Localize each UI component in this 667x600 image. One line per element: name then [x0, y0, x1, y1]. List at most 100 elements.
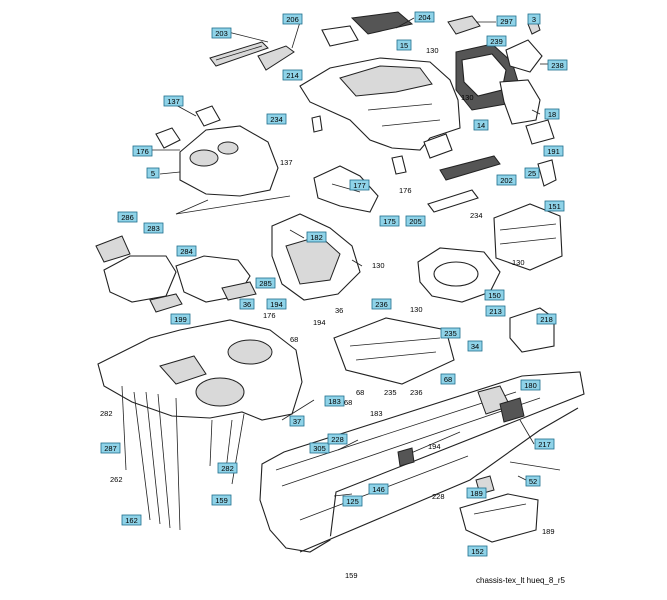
callout-34: 34 — [467, 340, 483, 352]
callout-box — [255, 277, 276, 289]
callout-number: 238 — [551, 61, 564, 70]
part-number-130: 130 — [372, 261, 385, 270]
part-number-176: 176 — [263, 311, 276, 320]
callout-box — [132, 145, 153, 157]
callout-194: 194 — [266, 298, 287, 310]
callout-number: 235 — [444, 329, 457, 338]
callout-number: 152 — [471, 547, 484, 556]
callout-175: 175 — [379, 215, 400, 227]
callout-297: 297 — [496, 15, 517, 27]
part-number-228: 228 — [432, 492, 445, 501]
callout-228: 228 — [327, 433, 348, 445]
callout-18: 18 — [544, 108, 560, 120]
callout-number: 150 — [488, 291, 501, 300]
callout-box — [440, 373, 456, 385]
callout-number: 146 — [372, 485, 385, 494]
callout-box — [324, 395, 345, 407]
callout-162: 162 — [121, 514, 142, 526]
callout-191: 191 — [543, 145, 564, 157]
diagram-caption: chassis-tex_lt hueq_8_r5 — [476, 576, 565, 585]
callout-number: 15 — [400, 41, 408, 50]
callout-number: 206 — [286, 15, 299, 24]
callout-number: 305 — [313, 444, 326, 453]
callout-box — [368, 483, 389, 495]
callout-box — [211, 494, 232, 506]
part-number-130: 130 — [410, 305, 423, 314]
part-number-235: 235 — [384, 388, 397, 397]
callout-box — [342, 495, 363, 507]
callout-box — [146, 167, 160, 179]
callout-box — [282, 13, 303, 25]
callout-box — [536, 313, 557, 325]
callout-number: 151 — [548, 202, 561, 211]
callout-number: 176 — [136, 147, 149, 156]
callout-box — [266, 113, 287, 125]
part-number-68: 68 — [344, 398, 352, 407]
callout-number: 68 — [444, 375, 452, 384]
callout-number: 285 — [259, 279, 272, 288]
callout-150: 150 — [484, 289, 505, 301]
callout-box — [466, 487, 487, 499]
part-number-68: 68 — [290, 335, 298, 344]
callout-number: 37 — [293, 417, 301, 426]
callout-234: 234 — [266, 113, 287, 125]
callout-box — [117, 211, 138, 223]
callout-number: 218 — [540, 315, 553, 324]
callout-202: 202 — [496, 174, 517, 186]
callout-box — [405, 215, 426, 227]
callout-box — [176, 245, 197, 257]
callout-number: 189 — [470, 489, 483, 498]
callout-number: 125 — [346, 497, 359, 506]
callout-189: 189 — [466, 487, 487, 499]
callout-box — [485, 305, 506, 317]
part-number-234: 234 — [470, 211, 483, 220]
callout-146: 146 — [368, 483, 389, 495]
part-number-194: 194 — [313, 318, 326, 327]
callout-180: 180 — [520, 379, 541, 391]
callout-box — [143, 222, 164, 234]
callout-5: 5 — [146, 167, 160, 179]
callout-number: 137 — [167, 97, 180, 106]
callout-15: 15 — [396, 39, 412, 51]
callout-number: 203 — [215, 29, 228, 38]
callout-238: 238 — [547, 59, 568, 71]
part-number-194: 194 — [428, 442, 441, 451]
callout-box — [496, 174, 517, 186]
callout-box — [282, 69, 303, 81]
callout-number: 202 — [500, 176, 513, 185]
callout-number: 228 — [331, 435, 344, 444]
callout-number: 287 — [104, 444, 117, 453]
callout-box — [544, 200, 565, 212]
callout-box — [544, 108, 560, 120]
callout-137: 137 — [163, 95, 184, 107]
part-number-130: 130 — [461, 93, 474, 102]
callout-number: 18 — [548, 110, 556, 119]
callout-number: 25 — [528, 169, 536, 178]
callout-number: 213 — [489, 307, 502, 316]
part-number-189: 189 — [542, 527, 555, 536]
callout-box — [239, 298, 255, 310]
callout-214: 214 — [282, 69, 303, 81]
callout-box — [306, 231, 327, 243]
plain-number-labels: 1301301371762341301301761303668194235682… — [100, 46, 555, 580]
callout-box — [520, 379, 541, 391]
callout-235: 235 — [440, 327, 461, 339]
callout-box — [543, 145, 564, 157]
callout-number: 3 — [532, 15, 536, 24]
callout-number: 205 — [409, 217, 422, 226]
callout-125: 125 — [342, 495, 363, 507]
part-drawings — [95, 11, 585, 553]
part-number-282: 282 — [100, 409, 113, 418]
callout-182: 182 — [306, 231, 327, 243]
callout-204: 204 — [414, 11, 435, 23]
callout-box — [486, 35, 507, 47]
callout-25: 25 — [524, 167, 540, 179]
part-number-176: 176 — [399, 186, 412, 195]
callout-number: 282 — [221, 464, 234, 473]
callout-box — [467, 340, 483, 352]
callout-number: 214 — [286, 71, 299, 80]
callout-284: 284 — [176, 245, 197, 257]
part-number-236: 236 — [410, 388, 423, 397]
callout-number: 14 — [477, 121, 485, 130]
callout-239: 239 — [486, 35, 507, 47]
